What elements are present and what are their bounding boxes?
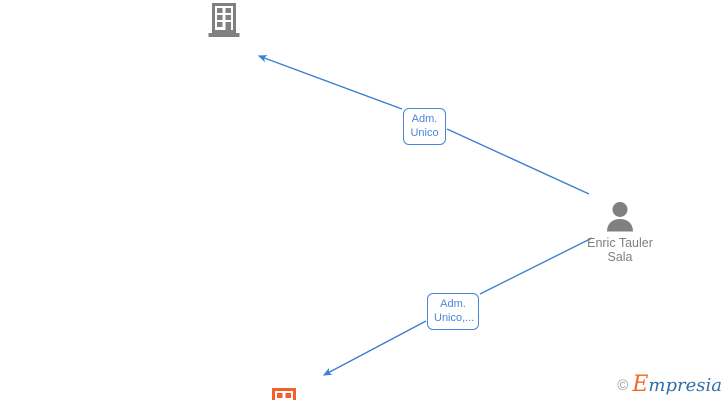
node-company-top[interactable]: SL xyxy=(174,0,274,39)
node-person-label: Enric Tauler Sala xyxy=(587,236,653,264)
person-icon xyxy=(607,202,633,232)
building-icon xyxy=(272,388,296,400)
edge-label-adm-unico-2[interactable]: Adm. Unico,... xyxy=(427,293,479,330)
brand-wordmark: Empresia xyxy=(632,374,722,396)
building-icon xyxy=(208,3,240,37)
copyright-icon: © xyxy=(617,376,629,394)
watermark: © Empresia xyxy=(617,374,722,396)
node-person[interactable]: Enric Tauler Sala xyxy=(570,200,670,264)
brand-initial: E xyxy=(632,372,649,397)
node-company-bottom[interactable] xyxy=(234,386,334,400)
brand-rest: mpresia xyxy=(648,375,722,396)
edge-label-adm-unico-1[interactable]: Adm. Unico xyxy=(403,108,446,145)
